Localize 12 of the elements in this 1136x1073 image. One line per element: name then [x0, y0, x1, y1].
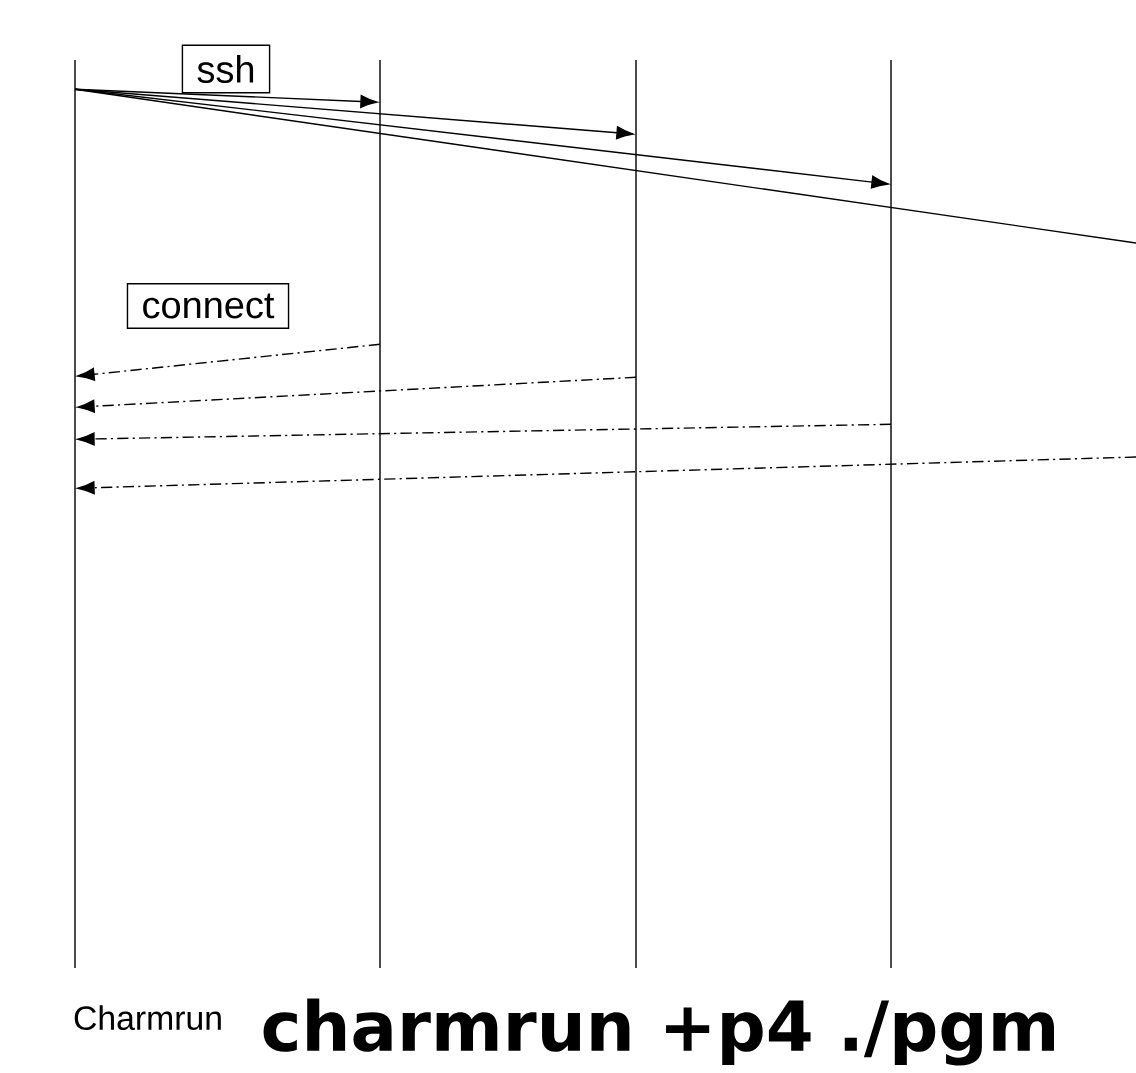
lifeline — [379, 59, 381, 969]
lifeline — [890, 59, 892, 969]
arrow — [77, 376, 637, 413]
arrow — [77, 343, 381, 381]
label-box: ssh — [181, 44, 271, 94]
lifeline — [635, 59, 637, 969]
label-box: connect — [126, 283, 290, 329]
lifeline — [74, 59, 76, 969]
arrow — [77, 456, 1136, 495]
lifeline-label: Charmrun — [74, 1005, 221, 1031]
arrow — [77, 423, 892, 446]
command-title: charmrun +p4 ./pgm — [263, 998, 1054, 1066]
